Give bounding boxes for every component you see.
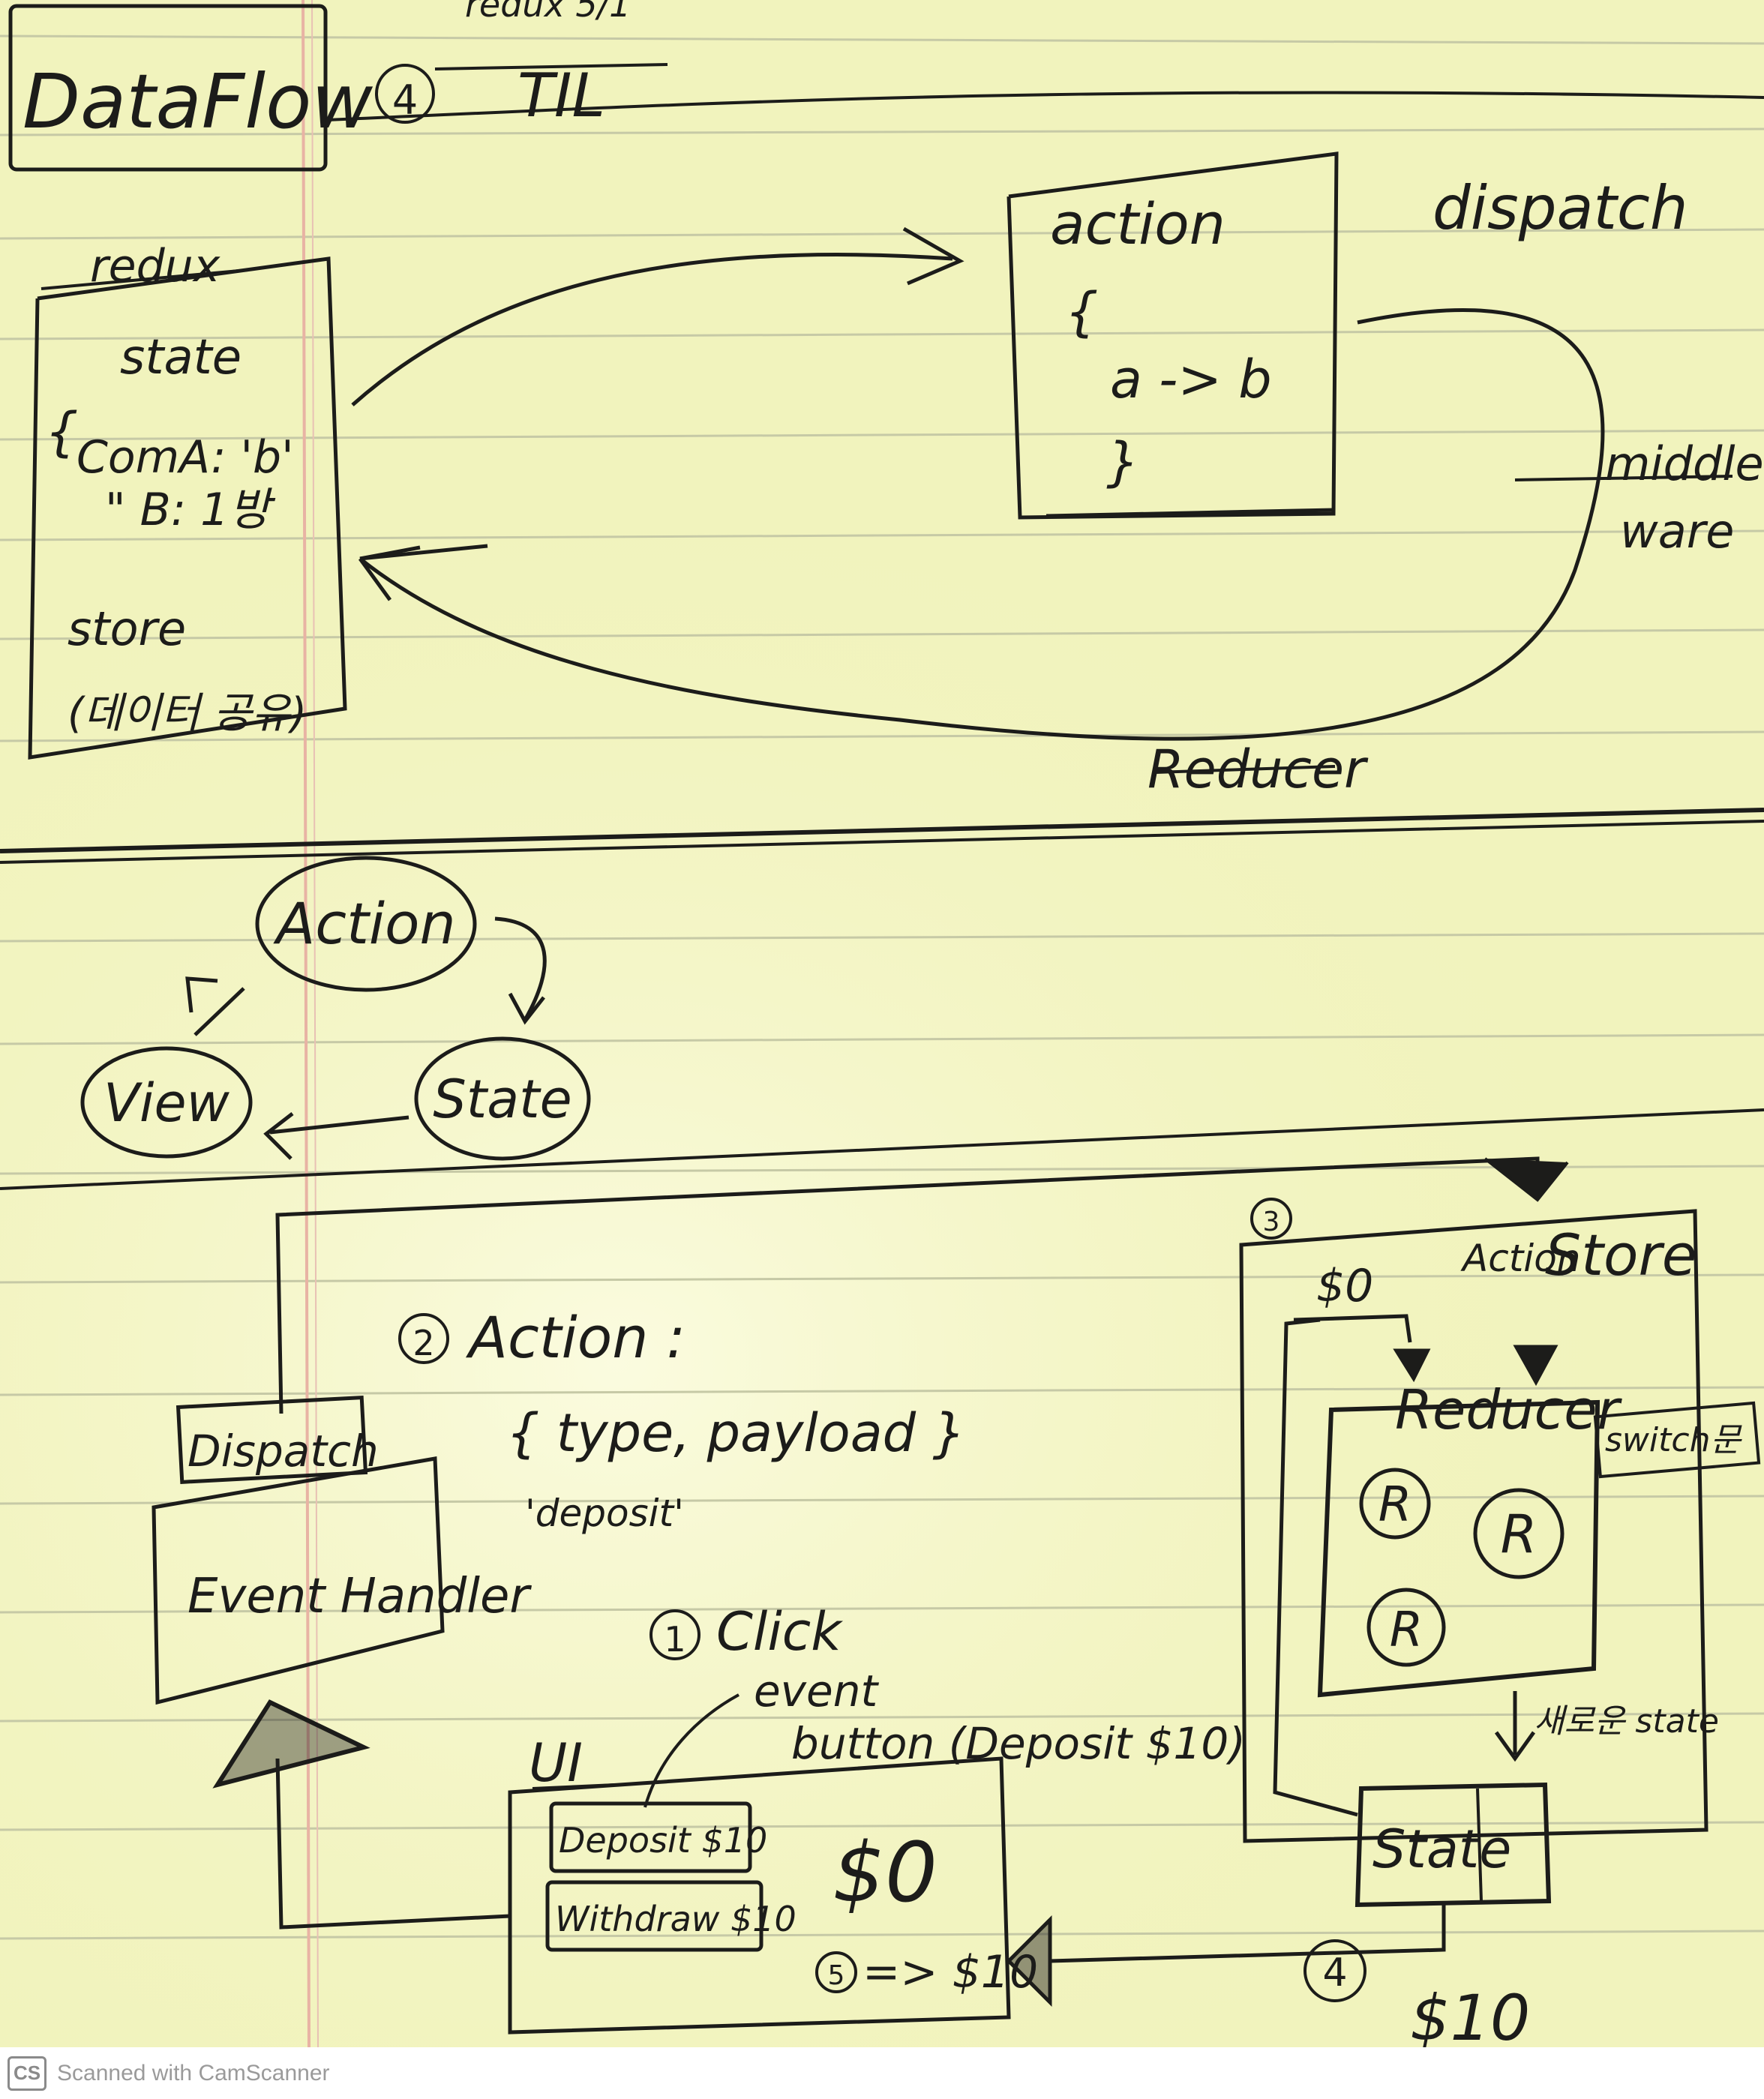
title-tag: TIL — [518, 61, 605, 130]
title-number-circle — [375, 64, 435, 124]
step2-type-value: 'deposit' — [525, 1492, 684, 1535]
step2-number: 2 — [412, 1323, 434, 1363]
store-in-action: Action — [1460, 1237, 1580, 1280]
middleware-label-2: ware — [1620, 504, 1734, 559]
store-state-label: State — [1372, 1819, 1511, 1880]
store-title: Store — [1545, 1222, 1697, 1288]
store-in-state: $0 — [1316, 1260, 1373, 1312]
ruled-lines — [0, 34, 1764, 1940]
reducer-r2 — [1473, 1488, 1564, 1579]
withdraw-button-label: Withdraw $10 — [555, 1899, 796, 1939]
event-arrow-head — [212, 1699, 370, 1789]
redux-label: redux — [90, 240, 220, 292]
dispatch-box-label: Dispatch — [188, 1426, 379, 1477]
state-to-action-arrow — [351, 253, 953, 406]
state-node — [414, 1036, 591, 1161]
action-label: action — [1050, 190, 1226, 257]
redux-store-box: redux state { ComA: 'b' " B: 1방 store (데… — [28, 240, 347, 760]
action-brace-close: } — [1106, 431, 1140, 493]
reducer-title: Reducer — [1395, 1378, 1623, 1441]
margin-line — [302, 0, 310, 2048]
step1-button: button (Deposit $10) — [791, 1718, 1246, 1769]
ui-label: UI — [529, 1732, 583, 1794]
deposit-button-label: Deposit $10 — [559, 1820, 767, 1861]
view-node — [80, 1046, 253, 1159]
ui-box: UI Deposit $10 Withdraw $10 $0 5 => $10 — [508, 1732, 1038, 2035]
section-divider-2 — [0, 1108, 1764, 1190]
switch-label: switch문 — [1605, 1421, 1742, 1459]
flux-cycle: Action State View — [80, 856, 591, 1161]
page-header: redux 5/1 DataFlow 4 TIL — [8, 0, 1764, 172]
store-box: 3 $0 Action Store Reducer R R R switch문 … — [1239, 1198, 1761, 1908]
scanner-footer-text: Scanned with CamScanner — [57, 2060, 330, 2086]
title-box — [8, 4, 328, 172]
step2-label: Action : — [465, 1304, 686, 1371]
reducer-r1 — [1359, 1468, 1431, 1540]
step3-number: 3 — [1263, 1207, 1280, 1237]
page-title: DataFlow — [22, 58, 373, 145]
camscanner-logo-icon: CS — [8, 2056, 46, 2091]
middleware-label-1: middle — [1605, 436, 1764, 491]
action-body: a -> b — [1110, 349, 1272, 410]
state-brace-open: { — [45, 401, 79, 463]
step2-object: { type, payload } — [506, 1402, 966, 1464]
action-box: action { a -> b } — [1006, 151, 1339, 520]
store-label: store — [68, 601, 186, 656]
action-node — [255, 856, 477, 992]
svg-text:R: R — [1378, 1477, 1412, 1533]
step1-event: event — [754, 1666, 879, 1717]
step5-result: => $10 — [862, 1946, 1038, 1999]
state-value: $10 — [1410, 1981, 1530, 2055]
event-handler-label: Event Handler — [188, 1569, 532, 1624]
action-brace-open: { — [1065, 281, 1099, 343]
withdraw-button[interactable] — [545, 1880, 764, 1952]
action-node-label: Action — [272, 890, 455, 957]
state-label: state — [120, 330, 242, 385]
balance-value: $0 — [832, 1825, 938, 1921]
step1-click: Click — [716, 1601, 843, 1663]
dispatch-reducer-loop — [358, 308, 1605, 741]
deposit-button[interactable] — [549, 1801, 752, 1873]
step4-number: 4 — [1322, 1951, 1347, 1996]
view-node-label: View — [104, 1072, 230, 1134]
state-line-1: ComA: 'b' — [76, 431, 294, 484]
state-line-2: " B: 1방 — [105, 484, 276, 536]
top-scribble: redux 5/1 — [465, 0, 631, 25]
new-state-label: 새로운 state — [1534, 1702, 1719, 1741]
scanner-footer: CS Scanned with CamScanner — [0, 2047, 1764, 2099]
store-note: (데이터 공유) — [68, 689, 307, 738]
event-handler-box: Dispatch Event Handler — [152, 1396, 532, 1705]
svg-text:R: R — [1390, 1603, 1423, 1658]
section-divider — [0, 808, 1764, 853]
svg-text:R: R — [1501, 1504, 1538, 1565]
step1-number: 1 — [664, 1619, 686, 1660]
reducer-r3 — [1366, 1588, 1446, 1667]
dispatch-label: dispatch — [1432, 173, 1688, 243]
step5-number: 5 — [828, 1960, 845, 1991]
state-node-label: State — [433, 1069, 572, 1130]
